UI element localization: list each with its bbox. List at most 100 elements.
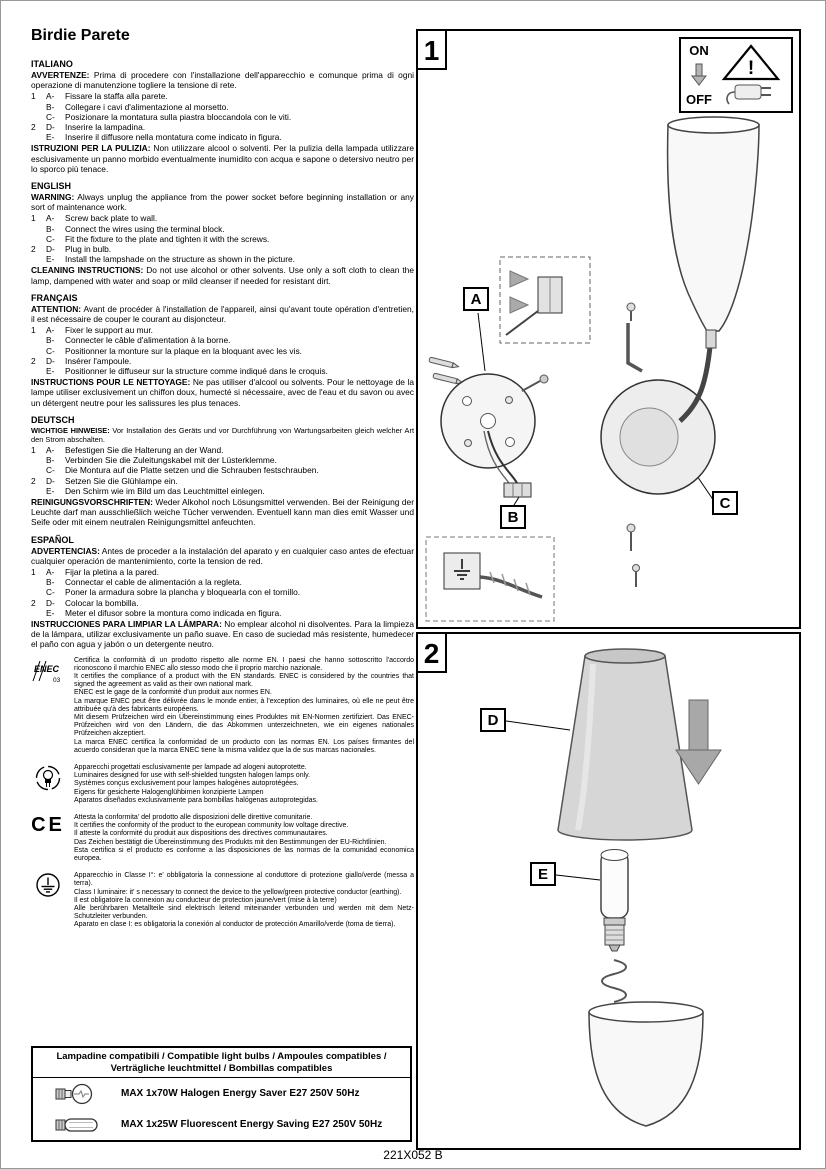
step-text: Inserire la lampadina. xyxy=(65,122,146,133)
warning-paragraph: WICHTIGE HINWEISE: Vor Installation des … xyxy=(31,426,414,444)
back-plate xyxy=(440,373,549,469)
note-text: Apparecchi progettati esclusivamente per… xyxy=(74,764,414,805)
warning-text: Avant de procéder à l'installation de l'… xyxy=(31,303,414,325)
step-number xyxy=(31,366,46,376)
step-number xyxy=(31,335,46,345)
unplug-illustration: ! xyxy=(717,43,786,107)
callout-e: E xyxy=(530,862,556,886)
step-letter: D- xyxy=(46,355,55,366)
step-text: Den Schirm wie im Bild um das Leuchtmitt… xyxy=(65,485,265,496)
power-off-warning-box: ON OFF ! xyxy=(679,37,793,113)
on-off-column: ON OFF xyxy=(686,43,712,107)
step-text: Meter el difusor sobre la montura como i… xyxy=(65,607,282,618)
language-heading: ESPAÑOL xyxy=(31,534,74,545)
step-number xyxy=(31,608,46,618)
step-text: Colocar la bombilla. xyxy=(65,597,139,608)
warning-label: ATTENTION: xyxy=(31,303,82,314)
cleaning-paragraph: INSTRUCTIONS POUR LE NETTOYAGE: Ne pas u… xyxy=(31,377,414,408)
note-ce: CE Attesta la conformita' del prodotto a… xyxy=(31,814,414,863)
note-line: Aparato en clase I: es obligatoria la co… xyxy=(74,921,396,929)
halogen-lamp-icon xyxy=(31,764,65,792)
halogen-bulb-icon xyxy=(45,1083,109,1105)
note-line: Aparatos diseñados exclusivamente para b… xyxy=(74,796,318,804)
warning-paragraph: ATTENTION: Avant de procéder à l'install… xyxy=(31,304,414,324)
step-letter: B- xyxy=(46,455,55,466)
step-text: Fijar la pletina a la pared. xyxy=(65,566,160,577)
note-line: Il est obligatoire la connexion au condu… xyxy=(74,896,337,904)
note-line: ENEC est le gage de la conformité d'un p… xyxy=(74,689,272,697)
cleaning-text: Non utilizzare alcool o solventi. Per la… xyxy=(31,143,414,174)
install-step: E-Den Schirm wie im Bild um das Leuchtmi… xyxy=(31,486,414,496)
lampshade-bulb-diagram xyxy=(505,648,722,1127)
install-step: E-Install the lampshade on the structure… xyxy=(31,254,414,264)
install-step: B-Verbinden Sie die Zuleitungskabel mit … xyxy=(31,455,414,465)
step-letter: C- xyxy=(46,345,55,356)
install-step: C-Die Montura auf die Platte setzen und … xyxy=(31,465,414,475)
step-number xyxy=(31,224,46,234)
terminal-block xyxy=(503,482,532,498)
bulb-header-line2: Verträgliche leuchtmittel / Bombillas co… xyxy=(110,1063,333,1074)
note-line: It certifies the conformity of the produ… xyxy=(74,822,349,830)
bulb-row-halogen: MAX 1x70W Halogen Energy Saver E27 250V … xyxy=(33,1078,410,1109)
cleaning-paragraph: REINIGUNGSVORSCHRIFTEN: Weder Alkohol no… xyxy=(31,497,414,528)
bulb-table-header: Lampadine compatibili / Compatible light… xyxy=(33,1048,410,1078)
step-text: Screw back plate to wall. xyxy=(65,213,158,224)
step-text: Fixer le support au mur. xyxy=(65,325,153,336)
step-number xyxy=(31,486,46,496)
warning-label: WICHTIGE HINWEISE: xyxy=(31,425,110,435)
step-text: Setzen Sie die Glühlampe ein. xyxy=(65,475,178,486)
step-letter: D- xyxy=(46,475,55,486)
enec-mark-icon: ENEC 03 xyxy=(31,657,65,685)
step-number xyxy=(31,587,46,597)
note-line: Das Zeichen bestätigt die Übereinstimmun… xyxy=(74,838,387,846)
step-letter: B- xyxy=(46,577,55,588)
step-number xyxy=(31,465,46,475)
step-text: Fissare la staffa alla parete. xyxy=(65,91,168,102)
step-letter: C- xyxy=(46,111,55,122)
note-halogen: Apparecchi progettati esclusivamente per… xyxy=(31,764,414,805)
step-number: 1 xyxy=(31,91,36,102)
install-step: B-Connect the wires using the terminal b… xyxy=(31,224,414,234)
svg-text:03: 03 xyxy=(53,677,61,684)
step-text: Poner la armadura sobre la plancha y blo… xyxy=(65,587,301,598)
step-number: 2 xyxy=(31,122,36,133)
cleaning-paragraph: CLEANING INSTRUCTIONS: Do not use alcoho… xyxy=(31,265,414,285)
wall-lamp-installation-diagram xyxy=(425,116,760,622)
step-letter: E- xyxy=(46,254,55,265)
bulb xyxy=(600,849,629,952)
step-text: Positionner le diffuseur sur la structur… xyxy=(65,366,328,377)
install-step: C-Posizionare la montatura sulla piastra… xyxy=(31,112,414,122)
language-heading: FRANÇAIS xyxy=(31,292,78,303)
step-number xyxy=(31,234,46,244)
install-step: E-Meter el difusor sobre la montura como… xyxy=(31,608,414,618)
wall-canopy xyxy=(600,346,716,495)
note-enec: ENEC 03 Certifica la conformità di un pr… xyxy=(31,657,414,755)
step-letter: A- xyxy=(46,91,55,102)
install-step: C-Poner la armadura sobre la plancha y b… xyxy=(31,587,414,597)
note-line: Apparecchio in Classe I°: e' obbligatori… xyxy=(74,872,414,888)
note-line: Certifica la conformità di un prodotto r… xyxy=(74,656,414,672)
note-line: Alle berührbaren Metallteile sind elektr… xyxy=(74,905,414,921)
callout-d: D xyxy=(480,708,506,732)
warning-paragraph: ADVERTENCIAS: Antes de proceder a la ins… xyxy=(31,546,414,566)
instructions-column: ITALIANO AVVERTENZE: Prima di procedere … xyxy=(31,59,414,1045)
step-text: Plug in bulb. xyxy=(65,244,112,255)
plug-icon xyxy=(734,84,761,100)
note-line: Luminaires designed for use with self-sh… xyxy=(74,772,311,780)
step-letter: A- xyxy=(46,213,55,224)
language-heading: DEUTSCH xyxy=(31,414,75,425)
figure-number: 1 xyxy=(418,31,447,70)
allen-key-icon xyxy=(626,323,643,373)
compatible-bulbs-table: Lampadine compatibili / Compatible light… xyxy=(31,1046,412,1142)
warning-text: Antes de proceder a la instalación del a… xyxy=(31,545,414,566)
language-heading: ITALIANO xyxy=(31,59,73,69)
step-number: 1 xyxy=(31,325,36,336)
bulb-spec-text: MAX 1x25W Fluorescent Energy Saving E27 … xyxy=(121,1119,383,1130)
step-text: Collegare i cavi d'alimentazione al mors… xyxy=(65,101,229,112)
bulb-header-line1: Lampadine compatibili / Compatible light… xyxy=(56,1051,387,1062)
